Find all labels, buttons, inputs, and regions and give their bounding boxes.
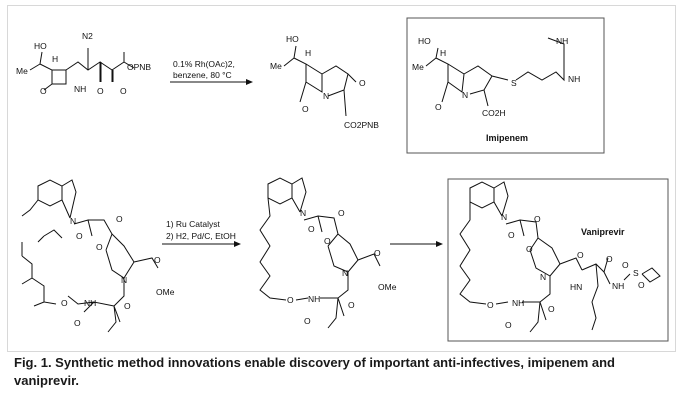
label-o2: O <box>116 214 123 224</box>
label-o5: O <box>487 300 494 310</box>
condition-1: 0.1% Rh(OAc)2, <box>173 59 235 69</box>
label-o3: O <box>96 242 103 252</box>
label-nh: NH <box>308 294 320 304</box>
label-o7: O <box>548 304 555 314</box>
label-o10: O <box>638 280 645 290</box>
label-n2: N <box>342 268 348 278</box>
label-o5: O <box>287 295 294 305</box>
label-nh2: NH <box>568 74 580 84</box>
svg-text:Me: Me <box>412 62 424 72</box>
label-ome: OMe <box>378 282 397 292</box>
label-s: S <box>511 78 517 88</box>
condition-2: 2) H2, Pd/C, EtOH <box>166 231 236 241</box>
label-o: O <box>308 224 315 234</box>
label-o5: O <box>61 298 68 308</box>
reaction-scheme: HO H N2 OPNB O NH O O Me 0.1% Rh(OAc)2, … <box>16 17 669 342</box>
svg-text:Me: Me <box>16 66 28 76</box>
figure-caption: Fig. 1. Synthetic method innovations ena… <box>14 355 615 388</box>
label-n: N <box>70 216 76 226</box>
vinyl-reactant: N O O O N O OMe O NH O O <box>21 179 175 333</box>
label-hn: HN <box>570 282 582 292</box>
label-o: O <box>76 231 83 241</box>
label-n2: N <box>540 272 546 282</box>
label-o4: O <box>577 250 584 260</box>
label-o: O <box>508 230 515 240</box>
label-o6: O <box>304 316 311 326</box>
label-o8: O <box>606 254 613 264</box>
reaction-arrow-3 <box>390 241 443 247</box>
diazo-reactant: HO H N2 OPNB O NH O O Me <box>16 31 151 96</box>
reaction-arrow-1: 0.1% Rh(OAc)2, benzene, 80 °C <box>170 59 253 85</box>
label-o: O <box>40 86 47 96</box>
label-o3: O <box>120 86 127 96</box>
imipenem-name: Imipenem <box>486 133 528 143</box>
label-n: N <box>462 90 468 100</box>
label-co2h: CO2H <box>482 108 506 118</box>
label-o2: O <box>534 214 541 224</box>
label-nh: NH <box>556 36 568 46</box>
label-n: N <box>323 91 329 101</box>
label-h: H <box>305 48 311 58</box>
label-ome: OMe <box>156 287 175 297</box>
label-o6: O <box>74 318 81 328</box>
imipenem-structure: HO H NH NH S N O CO2H Me Imipenem <box>412 36 580 143</box>
label-o: O <box>435 102 442 112</box>
label-n: N <box>501 212 507 222</box>
label-o7: O <box>348 300 355 310</box>
label-h: H <box>52 54 58 64</box>
label-s: S <box>633 268 639 278</box>
label-o: O <box>302 104 309 114</box>
reaction-arrow-2: 1) Ru Catalyst 2) H2, Pd/C, EtOH <box>162 219 241 247</box>
label-o7: O <box>124 301 131 311</box>
label-opnb: OPNB <box>127 62 151 72</box>
label-o3: O <box>526 244 533 254</box>
label-o9: O <box>622 260 629 270</box>
label-o2: O <box>338 208 345 218</box>
label-nh: NH <box>74 84 86 94</box>
vaniprevir-structure: N O O O N O HN O NH O O O NH S O O Vanip… <box>459 181 661 333</box>
label-o3: O <box>324 236 331 246</box>
label-co2pnb: CO2PNB <box>344 120 379 130</box>
label-n2: N2 <box>82 31 93 41</box>
label-nh: NH <box>84 298 96 308</box>
scheme-figure: HO H N2 OPNB O NH O O Me 0.1% Rh(OAc)2, … <box>8 6 675 351</box>
label-ho: HO <box>418 36 431 46</box>
label-nh: NH <box>512 298 524 308</box>
label-o6: O <box>505 320 512 330</box>
label-o4: O <box>154 255 161 265</box>
label-o2: O <box>97 86 104 96</box>
condition-1: 1) Ru Catalyst <box>166 219 220 229</box>
imipenem-box <box>406 17 605 154</box>
bicyclic-product: HO H O N O CO2PNB Me <box>270 34 379 130</box>
svg-text:Me: Me <box>270 61 282 71</box>
label-n: N <box>300 208 306 218</box>
label-o4: O <box>374 248 381 258</box>
label-nh2: NH <box>612 281 624 291</box>
label-h: H <box>440 48 446 58</box>
label-o2: O <box>359 78 366 88</box>
label-ho: HO <box>286 34 299 44</box>
macrocycle-product: N O O O N O OMe O NH O O <box>259 177 397 329</box>
condition-2: benzene, 80 °C <box>173 70 232 80</box>
label-ho: HO <box>34 41 47 51</box>
vaniprevir-name: Vaniprevir <box>581 227 625 237</box>
